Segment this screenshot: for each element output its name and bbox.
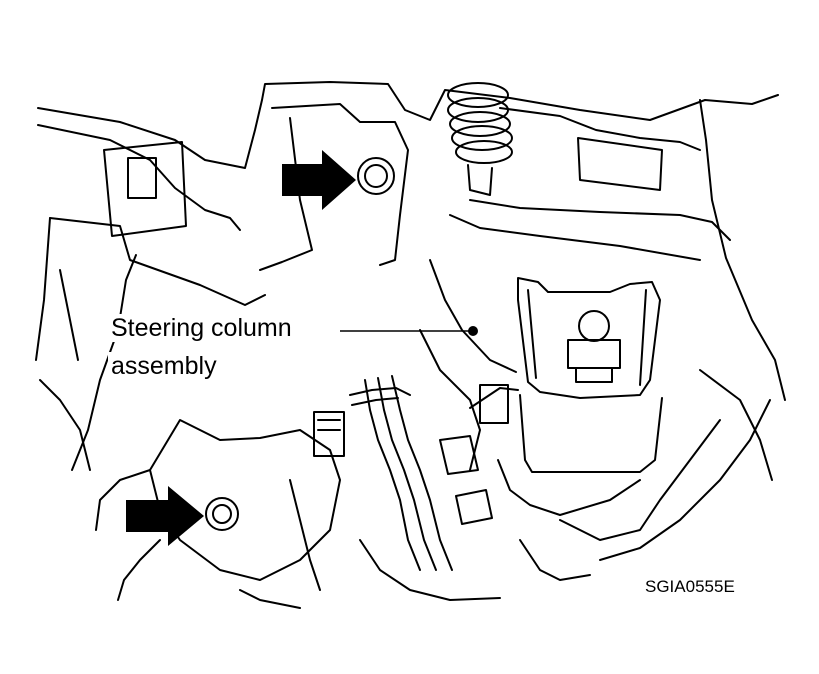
arrow-right-icon bbox=[126, 486, 204, 546]
figure-code: SGIA0555E bbox=[645, 577, 735, 596]
callout-dot bbox=[468, 326, 478, 336]
callout-label-line1: Steering column bbox=[108, 314, 295, 342]
column-body bbox=[519, 394, 663, 473]
bracket-nut bbox=[578, 310, 610, 342]
wiring-harness bbox=[349, 375, 453, 571]
left-panel bbox=[49, 217, 266, 306]
bolt-upper bbox=[357, 157, 395, 195]
connector-box bbox=[103, 141, 187, 237]
upper-housing bbox=[499, 107, 701, 151]
connector-slot bbox=[127, 157, 157, 199]
dash-right-edge bbox=[699, 99, 786, 401]
column-bracket bbox=[517, 277, 661, 399]
dash-inner bbox=[37, 124, 241, 231]
bolt-lower bbox=[205, 497, 239, 531]
callout-label-line2: assembly bbox=[108, 352, 220, 380]
dash-outline bbox=[37, 81, 779, 169]
spring bbox=[447, 82, 513, 196]
arrow-right-icon bbox=[282, 150, 356, 210]
upper-bracket bbox=[271, 103, 409, 266]
left-vertical bbox=[35, 217, 51, 361]
